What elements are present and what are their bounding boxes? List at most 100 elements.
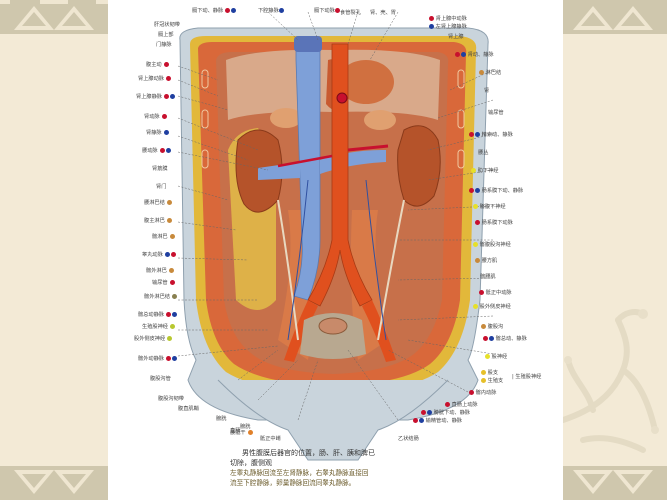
label-right-18: 股外侧皮神经 [472,304,511,311]
label-left-17: 输尿管 [152,280,175,287]
artery-dot-icon [161,114,167,119]
label-left-2: 膈上部 [158,32,174,38]
nerve-dot-icon [167,336,173,341]
vein-dot-icon [418,418,424,423]
fret-border-bottom-left [0,466,108,500]
label-left-16: 髂外淋巴 [146,268,174,275]
plum-branch-decoration [563,309,659,453]
figure-caption: 男性腹膜后器官的位置，肠、肝、胰和脾已 切除，腹侧观 左睾丸静脉回流至左肾静脉，… [230,448,530,488]
label-right-12: 髂腹下神经 [472,204,506,211]
vein-dot-icon [474,188,480,193]
label-right-27: 膀胱下动、静脉 [420,410,470,417]
label-left-18: 髂外淋巴结 [144,294,178,301]
label-right-3: 肾上腺 [448,34,464,40]
label-right-20: 髂总动、静脉 [482,336,527,343]
label-right-1: 肾上腺中动脉 [428,16,467,23]
label-right-24: | 生殖股神经 [512,374,542,380]
label-right-5: 淋巴结 [478,70,501,77]
label-right-7: 输尿管 [488,110,504,116]
lymph-dot-icon [168,268,174,273]
label-top-5: 肾、壳、胃 [370,10,396,16]
fret-border-bottom-right [563,466,667,500]
label-right-10: 肋下神经 [470,168,498,175]
label-right-15: 腰方肌 [474,258,497,265]
artery-dot-icon [166,312,172,317]
label-right-26: 直肠上动脉 [444,402,478,409]
retroperitoneal-organs-illustration [177,11,494,461]
nerve-dot-icon [472,242,478,247]
label-right-23: 生殖支 [480,378,503,385]
artery-dot-icon [166,76,172,81]
artery-dot-icon [468,132,474,137]
vein-dot-icon [164,252,170,257]
label-left-14: 髂淋巴 [152,234,175,241]
label-top-4: 食管裂孔 [340,10,361,16]
label-top-2: 下腔静脉 [258,8,285,15]
artery-dot-icon [169,280,175,285]
nerve-dot-icon [480,378,486,383]
lymph-dot-icon [172,294,178,299]
anatomy-figure-panel: 膈下动、静脉 下腔静脉 膈下动脉 食管裂孔 肾、壳、胃 肝冠状韧带 膈上部 门静… [108,0,563,500]
caption-note-line1: 左睾丸静脉回流至左肾静脉，右睾丸静脉直接回 [230,469,369,477]
label-right-28: 输精管动、静脉 [412,418,462,425]
label-left-4: 腹主动 [146,62,169,69]
label-right-2: 左肾上腺静脉 [428,24,467,31]
label-left-1: 肝冠状韧带 [154,22,180,28]
label-left-5: 肾上腺动脉 [138,76,172,83]
artery-dot-icon [420,410,426,415]
label-top-1: 膈下动、静脉 [192,8,237,15]
lymph-dot-icon [166,218,172,223]
label-right-4: 肾动、静脉 [454,52,494,59]
label-left-3: 门静脉 [156,42,172,48]
caption-title-line1: 男性腹膜后器官的位置，肠、肝、胰和脾已 [242,449,375,457]
caption-note-line2: 流至下腔静脉，卵巢静脉回流同睾丸静脉。 [230,479,356,487]
artery-dot-icon [163,62,169,67]
label-left-19: 髂总动静脉 [138,312,178,319]
label-left-12: 腰淋巴结 [144,200,172,207]
label-left-20: 生殖股神经 [142,324,176,331]
fret-border-top-right [563,0,667,34]
vein-dot-icon [279,8,285,13]
label-left-6: 肾上腺静脉 [136,94,176,101]
vein-dot-icon [231,8,237,13]
artery-dot-icon [478,290,484,295]
label-right-11: 肠系膜下动、静脉 [468,188,523,195]
artery-dot-icon [468,188,474,193]
artery-dot-icon [482,336,488,341]
artery-dot-icon [225,8,231,13]
lymph-dot-icon [169,234,175,239]
vein-dot-icon [172,356,178,361]
label-bottom-2: 直肠 [230,428,241,434]
label-right-16: 髂腰肌 [480,274,496,280]
label-right-22: 股支 [480,370,498,377]
nerve-dot-icon [470,168,476,173]
artery-dot-icon [474,220,480,225]
lymph-dot-icon [480,324,486,329]
label-bottom-3: 腰骶干 [230,430,253,437]
label-right-17: 骶正中动脉 [478,290,512,297]
label-left-21: 股外侧皮神经 [134,336,173,343]
vein-dot-icon [428,24,434,29]
label-bottom-4: 骶正中嵴 [260,436,281,442]
label-bottom-5: 乙状结肠 [398,436,419,442]
label-left-10: 肾筋膜 [152,166,168,172]
nerve-dot-icon [484,354,490,359]
lymph-dot-icon [166,200,172,205]
label-left-7: 肾动脉 [144,114,167,121]
label-right-14: 髂腹股沟神经 [472,242,511,249]
vein-dot-icon [474,132,480,137]
artery-dot-icon [164,94,170,99]
vein-dot-icon [488,336,494,341]
label-left-11: 肾门 [156,184,167,190]
nerve-dot-icon [170,324,176,329]
artery-dot-icon [428,16,434,21]
nerve-dot-icon [472,204,478,209]
vein-dot-icon [170,94,176,99]
artery-dot-icon [444,402,450,407]
vein-dot-icon [460,52,466,57]
fret-border-top-left [0,0,108,34]
left-decor-panel [0,0,108,500]
artery-dot-icon [454,52,460,57]
vein-dot-icon [172,312,178,317]
label-right-6: 肾 [484,88,490,94]
